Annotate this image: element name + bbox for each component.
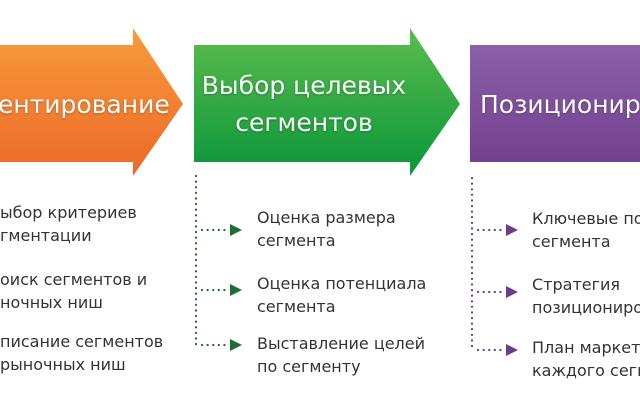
item-line: гментации bbox=[0, 226, 92, 245]
stage-title-positioning: Позиционир bbox=[480, 90, 640, 119]
item-line: Ключевые по bbox=[532, 209, 640, 228]
list-item: План маркет каждого сегм bbox=[532, 336, 640, 382]
list-item: оиск сегментов и ночных ниш bbox=[0, 268, 147, 314]
item-line: оиск сегментов и bbox=[0, 270, 148, 289]
item-line: каждого сегм bbox=[532, 361, 640, 380]
item-line: ночных ниш bbox=[0, 293, 103, 312]
item-line: План маркет bbox=[532, 338, 640, 357]
item-line: ыбор критериев bbox=[0, 203, 137, 222]
item-line: Оценка размера bbox=[257, 208, 396, 227]
item-line: рыночных ниш bbox=[0, 355, 126, 374]
item-line: Стратегия bbox=[532, 275, 621, 294]
arrowhead-icon bbox=[230, 224, 242, 236]
item-line: писание сегментов bbox=[0, 332, 164, 351]
stage-arrow-segmentation bbox=[0, 28, 183, 176]
connector-targeting bbox=[194, 174, 228, 347]
list-item: Выставление целей по сегменту bbox=[257, 332, 425, 378]
arrowhead-icon bbox=[506, 224, 518, 236]
list-item: Оценка потенциала сегмента bbox=[257, 272, 426, 318]
item-line: сегмента bbox=[257, 297, 336, 316]
arrowhead-icon bbox=[506, 344, 518, 356]
item-line: сегмента bbox=[257, 231, 336, 250]
list-item: Стратегия позициониро bbox=[532, 273, 640, 319]
connector-positioning bbox=[470, 176, 504, 352]
stage-title-targeting: Выбор целевых сегментов bbox=[194, 67, 414, 141]
item-line: Выставление целей bbox=[257, 334, 426, 353]
arrowhead-icon bbox=[506, 286, 518, 298]
list-item: ыбор критериев гментации bbox=[0, 201, 137, 247]
arrowhead-icon bbox=[230, 339, 242, 351]
stage-arrow-targeting bbox=[194, 28, 460, 176]
item-line: позициониро bbox=[532, 298, 640, 317]
item-line: по сегменту bbox=[257, 357, 361, 376]
item-line: Оценка потенциала bbox=[257, 274, 427, 293]
stage-title-line: Выбор целевых bbox=[201, 71, 407, 100]
list-item: Оценка размера сегмента bbox=[257, 206, 396, 252]
arrowhead-icon bbox=[230, 284, 242, 296]
stage-box-positioning bbox=[470, 45, 640, 162]
item-line: сегмента bbox=[532, 232, 611, 251]
list-item: писание сегментов рыночных ниш bbox=[0, 330, 163, 376]
stage-title-line: сегментов bbox=[235, 108, 373, 137]
list-item: Ключевые по сегмента bbox=[532, 207, 640, 253]
stage-title-segmentation: ентирование bbox=[0, 90, 170, 119]
